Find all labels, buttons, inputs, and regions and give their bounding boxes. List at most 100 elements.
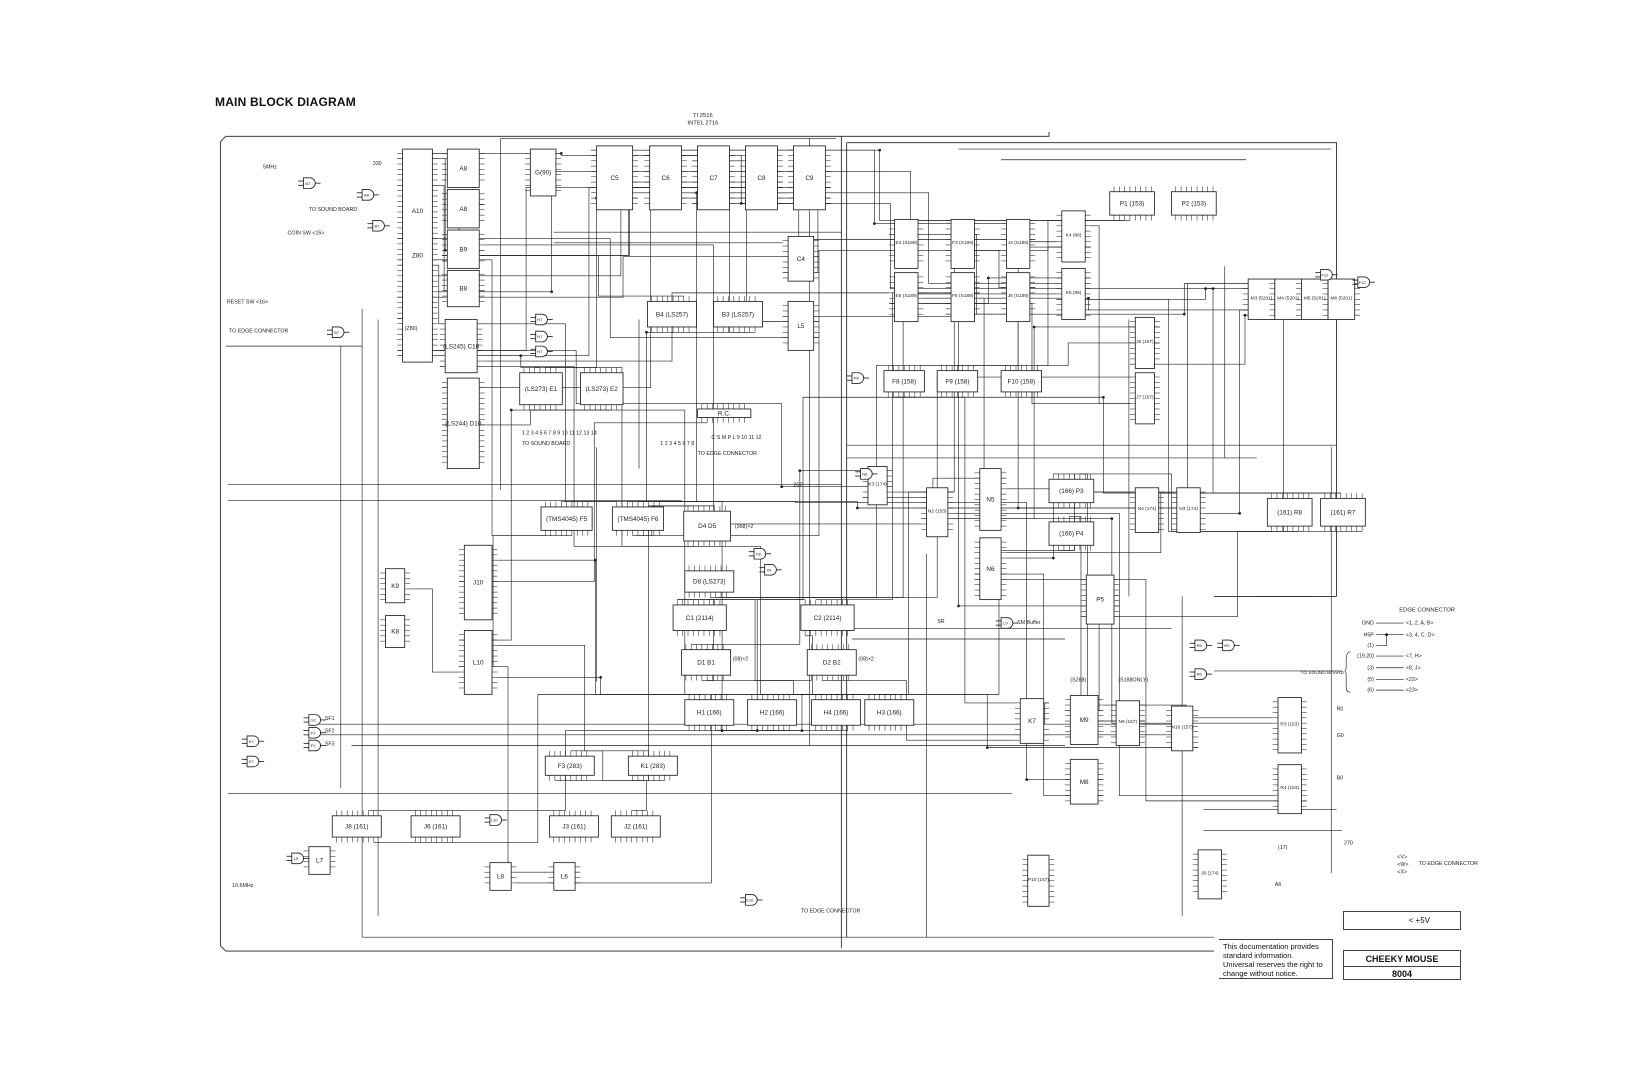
chip-label: M6 (5201) [1330, 295, 1352, 301]
signal-label-k257: 257 [793, 483, 802, 489]
chip-label: R4 (153) [1280, 785, 1299, 791]
ic-chip: C5 [591, 145, 638, 211]
chip-label: M3 (5201) [1251, 295, 1273, 301]
edge-connector-pin: <23> [1406, 688, 1418, 694]
chip-label: J7 (157) [1136, 394, 1154, 400]
chip-label: P2 (153) [1182, 201, 1206, 208]
ic-chip: F3 (283) [544, 750, 595, 781]
signal-label-d4d5-note: (368)×2 [735, 524, 754, 530]
chip-label: J6 (157) [1136, 339, 1154, 345]
chip-label: C5 [610, 175, 619, 182]
ic-chip: C8 [740, 145, 783, 211]
logic-gate: R9 [1217, 639, 1240, 652]
signal-label-out-w: <W> [1397, 862, 1408, 868]
ic-chip: B9 [441, 229, 485, 269]
chip-label: J4 (S189) [1008, 240, 1029, 246]
ic-chip: C6 [644, 145, 687, 211]
chip-label: (LS273) E2 [586, 386, 619, 393]
logic-gate: L9 [995, 617, 1019, 629]
chip-label: C2 (2114) [814, 615, 842, 622]
logic-gate: A8 [356, 189, 380, 201]
signal-label-to-edge-connector-4: TO EDGE CONNECTOR [1419, 861, 1479, 867]
chip-label: B4 (LS257) [656, 311, 688, 318]
logic-gate: B7 [367, 220, 390, 232]
edge-connector-title: EDGE CONNECTOR [1399, 607, 1455, 613]
gate-label: B7 [305, 181, 311, 186]
product-number: 8004 [1391, 969, 1413, 979]
logic-gate: X8 [748, 548, 772, 560]
ic-chip: K5 (86) [1056, 267, 1091, 320]
ic-chip: J2 (161) [610, 810, 661, 843]
ic-chip: M8 [1065, 758, 1104, 805]
product-name: CHEEKY MOUSE [1344, 951, 1460, 967]
ic-chip: J5 (S189) [1001, 272, 1036, 323]
ic-chip: P2 (153) [1171, 186, 1217, 221]
chip-label: E4 (S189) [896, 240, 918, 246]
chip-label: J6 (174) [1201, 870, 1219, 876]
chip-label: L5 [797, 323, 805, 330]
gate-label: B7 [334, 330, 340, 335]
edge-pin-label: (19,20) [1357, 654, 1374, 660]
logic-gate: L9 [286, 852, 309, 865]
signal-label-out-x: <X> [1397, 869, 1407, 875]
chip-label: J2 (161) [624, 824, 647, 831]
ic-chip: N2 (153) [921, 487, 954, 538]
power-box: < +5V [1343, 911, 1461, 930]
gate-label: L10 [491, 818, 498, 823]
chip-label: C1 (2114) [686, 615, 714, 622]
ic-chip: L8 [484, 862, 517, 891]
ic-chip: A8 [441, 189, 485, 229]
ic-chip: L6 [548, 862, 581, 891]
ic-chip: (161) R7 [1320, 493, 1366, 532]
chip-label: F5 (S189) [952, 293, 974, 299]
ic-chip: N3 (174) [1171, 487, 1206, 533]
chip-label: C7 [709, 175, 718, 182]
chip-label: N9 (157) [1119, 719, 1138, 725]
ic-chip: C7 [692, 145, 735, 211]
gate-label: H7 [537, 349, 543, 354]
ic-chip: J6 (161) [410, 810, 461, 843]
title-block: CHEEKY MOUSE 8004 [1343, 950, 1461, 980]
logic-gate: F13 [1352, 276, 1375, 288]
gate-label: X8 [756, 551, 762, 556]
ic-chip: K1 (283) [627, 750, 678, 781]
gate-label: L9 [1003, 621, 1008, 626]
ic-chip: F8 (158) [883, 365, 925, 398]
logic-gate: X9 [759, 564, 782, 576]
power-label: < +5V [1408, 916, 1430, 925]
chip-label: (166) P4 [1059, 531, 1084, 538]
chip-label: J8 (161) [345, 824, 368, 831]
ic-chip: E6 (S189) [889, 272, 924, 323]
signal-label-coin-sw: COIN SW <15> [288, 230, 325, 236]
chip-label: K8 [391, 629, 399, 636]
ic-chip: J6 (174) [1192, 849, 1227, 900]
chip-label: N5 [986, 497, 995, 504]
chip-label: R3 (153) [1280, 721, 1299, 727]
chip-label: K4 (86) [1066, 232, 1082, 238]
chip-label: D8 (LS273) [693, 579, 726, 586]
chip-label: L7 [316, 858, 324, 865]
chip-label: M9 [1080, 717, 1089, 724]
gate-label: E10 [746, 898, 754, 903]
chip-label: K1 (283) [641, 763, 665, 770]
ic-chip: H2 (166) [747, 694, 798, 731]
chip-label: B3 (LS257) [722, 311, 754, 318]
chip-label: A8 [459, 206, 467, 213]
edge-pin-label: (5) [1367, 677, 1374, 683]
ic-chip: E4 (S189) [889, 218, 924, 269]
footnote-line: Universal reserves the right to [1223, 960, 1323, 969]
gate-label: E7 [249, 759, 255, 764]
signal-label-p17: (17) [1278, 845, 1288, 851]
ic-chip: N5 [974, 468, 1007, 531]
chip-label: (LS273) E1 [525, 386, 558, 393]
signal-label-to-sound-board-1: TO SOUND BOARD [309, 207, 357, 213]
signal-label-clk: 5MHz [263, 164, 277, 170]
footnote-box: This documentation provides standard inf… [1219, 939, 1333, 979]
chip-label: (TMS4045) F6 [617, 516, 659, 523]
ic-chip: R.C. [697, 403, 752, 423]
chip-label: D2 B2 [823, 660, 841, 667]
chip-label: D1 B1 [697, 660, 715, 667]
chip-label: N3 (174) [1179, 506, 1198, 512]
chip-label: L8 [497, 874, 505, 881]
